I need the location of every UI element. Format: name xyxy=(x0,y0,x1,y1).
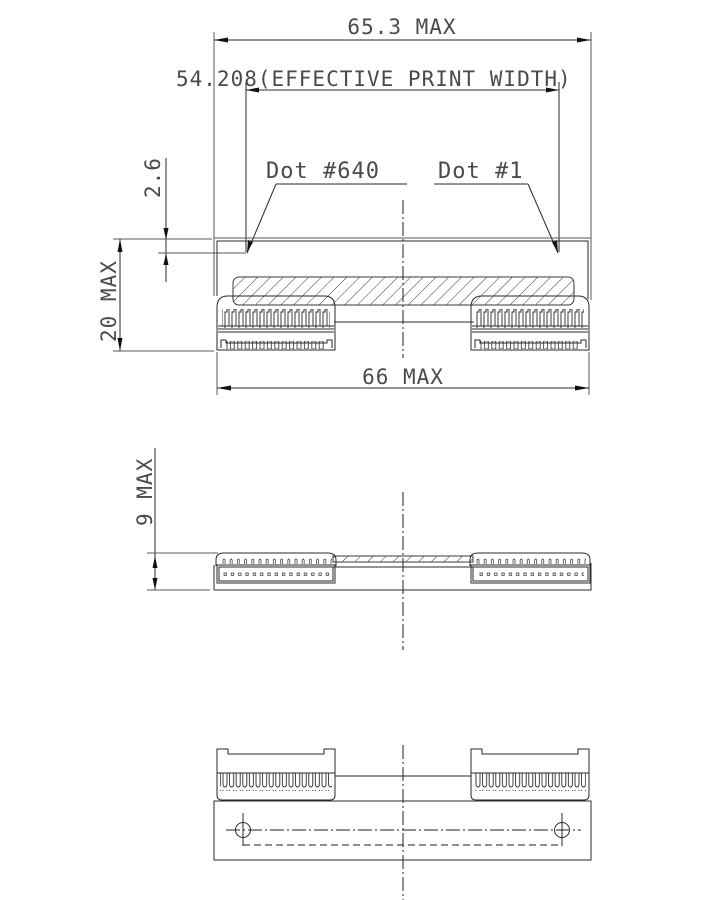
callout-text-dot-1: Dot #1 xyxy=(438,159,523,184)
dimension-text-20-max: 20 MAX xyxy=(97,260,121,342)
top-view xyxy=(213,200,592,358)
dimension-text-2-6: 2.6 xyxy=(141,157,165,198)
right-connector-top xyxy=(470,295,590,351)
side-view xyxy=(213,492,592,650)
dimension-text-9-max: 9 MAX xyxy=(133,458,157,526)
dimension-text-66-max: 66 MAX xyxy=(362,365,444,389)
callout-text-dot-640: Dot #640 xyxy=(266,159,380,184)
left-connector-top xyxy=(216,295,336,351)
dimension-text-65-3: 65.3 MAX xyxy=(347,15,456,39)
dimension-effective-print-width: 54.208(EFFECTIVE PRINT WIDTH) xyxy=(176,67,572,252)
dimension-overall-height: 20 MAX xyxy=(97,238,214,352)
callout-dot-1: Dot #1 xyxy=(434,159,559,254)
callout-dot-640: Dot #640 xyxy=(246,159,407,254)
dimension-overall-width-bottom: 66 MAX xyxy=(216,352,590,395)
bottom-view xyxy=(213,745,592,900)
dimension-overall-width-top: 65.3 MAX xyxy=(213,15,592,300)
right-connector-bottom xyxy=(470,748,590,801)
dimension-dot-offset: 2.6 xyxy=(141,157,246,282)
left-connector-bottom xyxy=(216,748,336,801)
dimension-text-54-208: 54.208(EFFECTIVE PRINT WIDTH) xyxy=(176,67,572,91)
dimension-thickness: 9 MAX xyxy=(133,448,218,591)
